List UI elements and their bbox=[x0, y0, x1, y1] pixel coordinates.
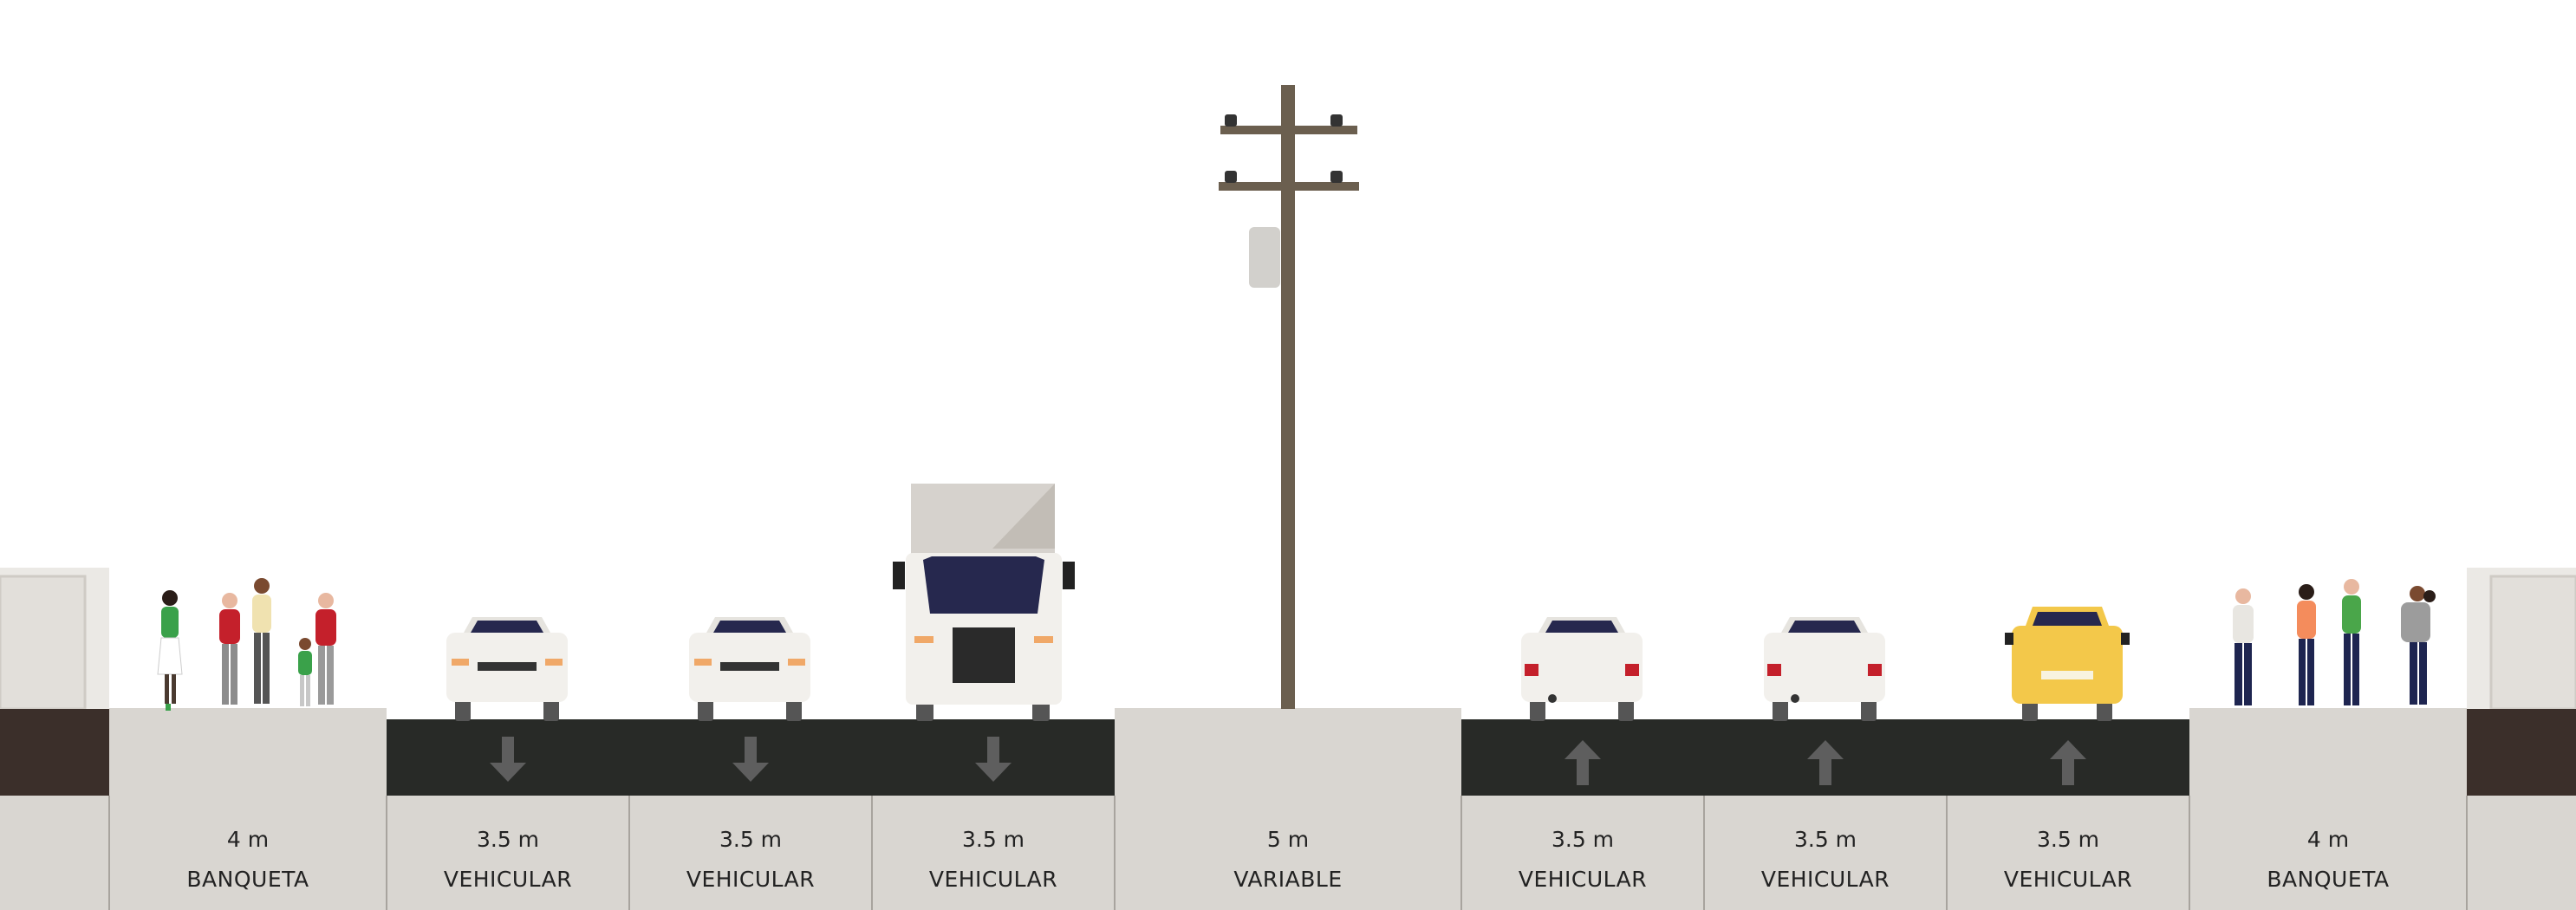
segment-label-vehicular-4: 3.5 m VEHICULAR bbox=[1461, 796, 1704, 910]
segment-name: VEHICULAR bbox=[928, 867, 1058, 892]
segment-label-vehicular-2: 3.5 m VEHICULAR bbox=[629, 796, 872, 910]
pedestrian bbox=[157, 590, 183, 711]
segment-width: 4 m bbox=[226, 827, 270, 852]
arrow-down-icon bbox=[975, 737, 1012, 782]
arrow-up-icon bbox=[1807, 740, 1844, 785]
segment-name: VEHICULAR bbox=[686, 867, 816, 892]
sidewalk-left bbox=[109, 708, 387, 796]
segment-name: VEHICULAR bbox=[1518, 867, 1648, 892]
segment-width: 3.5 m bbox=[476, 827, 540, 852]
sidewalk-right bbox=[2189, 708, 2467, 796]
truck-front bbox=[893, 484, 1075, 721]
car-front bbox=[689, 617, 810, 721]
segment-name: VEHICULAR bbox=[1760, 867, 1890, 892]
pedestrian bbox=[219, 593, 240, 705]
pedestrian bbox=[2297, 584, 2316, 705]
segment-label-banqueta-right: 4 m BANQUETA bbox=[2189, 796, 2467, 910]
building-right bbox=[2467, 568, 2576, 796]
segment-width: 3.5 m bbox=[961, 827, 1025, 852]
segment-width: 3.5 m bbox=[1551, 827, 1615, 852]
segment-width: 3.5 m bbox=[719, 827, 783, 852]
segment-name: VEHICULAR bbox=[2003, 867, 2133, 892]
car-rear bbox=[1521, 617, 1643, 721]
pedestrians-left bbox=[157, 578, 336, 711]
building-left bbox=[0, 568, 109, 796]
segment-name: BANQUETA bbox=[186, 867, 309, 892]
segment-label-vehicular-3: 3.5 m VEHICULAR bbox=[872, 796, 1115, 910]
segment-label-vehicular-6: 3.5 m VEHICULAR bbox=[1947, 796, 2189, 910]
segment-name: VEHICULAR bbox=[443, 867, 573, 892]
arrow-down-icon bbox=[490, 737, 526, 782]
car-rear bbox=[1764, 617, 1885, 721]
pedestrian bbox=[2342, 579, 2361, 705]
taxi-rear bbox=[2005, 607, 2130, 721]
utility-pole bbox=[1219, 85, 1359, 709]
arrow-up-icon bbox=[2050, 740, 2086, 785]
segment-label-banqueta-left: 4 m BANQUETA bbox=[109, 796, 387, 910]
segment-name: VARIABLE bbox=[1233, 867, 1343, 892]
segment-width: 3.5 m bbox=[1793, 827, 1857, 852]
segment-label-vehicular-5: 3.5 m VEHICULAR bbox=[1704, 796, 1947, 910]
segment-name: BANQUETA bbox=[2267, 867, 2390, 892]
car-front bbox=[446, 617, 568, 721]
segment-width: 4 m bbox=[2306, 827, 2350, 852]
median bbox=[1115, 708, 1461, 796]
pedestrian bbox=[2233, 588, 2254, 705]
segment-label-vehicular-1: 3.5 m VEHICULAR bbox=[387, 796, 629, 910]
segment-width: 5 m bbox=[1266, 827, 1310, 852]
segment-label-variable: 5 m VARIABLE bbox=[1115, 796, 1461, 910]
pedestrians-right bbox=[2233, 579, 2436, 705]
pedestrian bbox=[315, 593, 336, 705]
arrow-down-icon bbox=[732, 737, 769, 782]
pedestrian bbox=[298, 638, 312, 706]
pedestrian bbox=[252, 578, 271, 704]
pedestrian bbox=[2401, 586, 2436, 705]
segment-width: 3.5 m bbox=[2036, 827, 2100, 852]
arrow-up-icon bbox=[1564, 740, 1601, 785]
label-band bbox=[0, 796, 2576, 910]
